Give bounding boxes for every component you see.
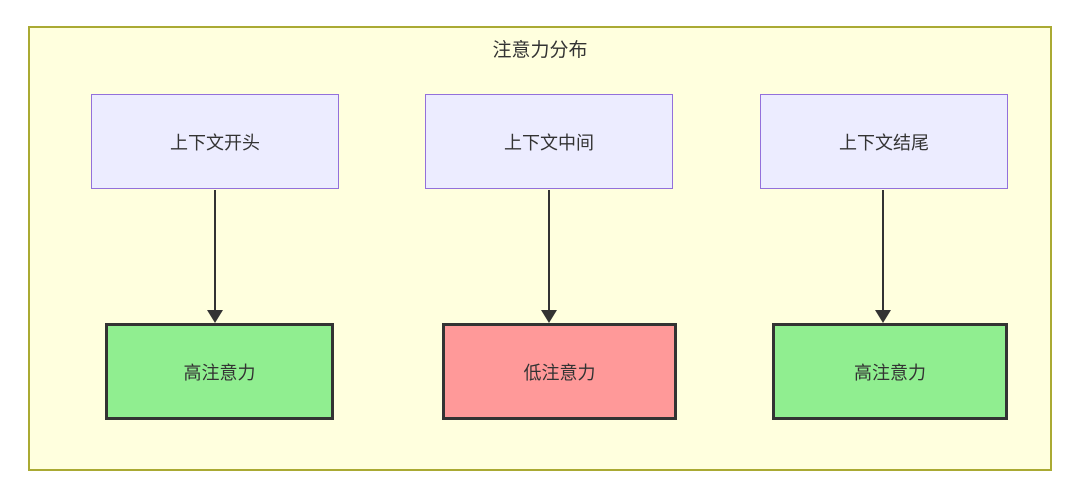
- node-context-middle: 上下文中间: [425, 94, 673, 189]
- arrow-down-icon: [882, 190, 884, 310]
- attention-distribution-cluster: 注意力分布 上下文开头 上下文中间 上下文结尾 高注意力 低注意力 高注意力: [28, 26, 1052, 471]
- node-high-attention-left: 高注意力: [105, 323, 334, 420]
- node-context-end: 上下文结尾: [760, 94, 1008, 189]
- node-high-attention-right: 高注意力: [772, 323, 1008, 420]
- arrow-down-icon: [548, 190, 550, 310]
- arrow-down-icon: [214, 190, 216, 310]
- node-context-beginning: 上下文开头: [91, 94, 339, 189]
- cluster-title: 注意力分布: [492, 40, 588, 61]
- node-low-attention-middle: 低注意力: [442, 323, 677, 420]
